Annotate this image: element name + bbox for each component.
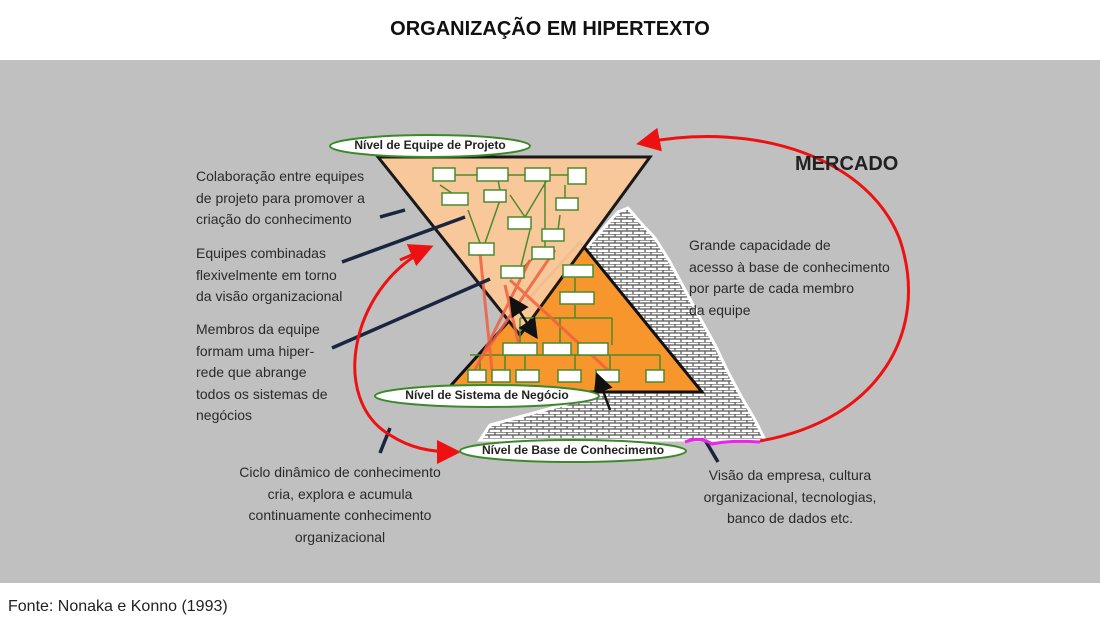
text-line: por parte de cada membro bbox=[689, 280, 854, 296]
annotation-access: Grande capacidade de acesso à base de co… bbox=[689, 235, 890, 321]
annotation-teams: Equipes combinadas flexivelmente em torn… bbox=[196, 243, 342, 308]
business-system-ellipse bbox=[374, 384, 600, 408]
market-label: MERCADO bbox=[795, 153, 899, 175]
access-arrow bbox=[593, 372, 613, 411]
level-business-system: Nível de Sistema de Negócio bbox=[405, 388, 569, 402]
text-line: flexivelmente em torno bbox=[196, 266, 337, 283]
org-links bbox=[439, 174, 661, 370]
text-line: Visão da empresa, cultura bbox=[708, 467, 872, 483]
knowledge-base-ellipse bbox=[459, 439, 687, 463]
text-line: Colaboração entre equipes bbox=[196, 168, 365, 184]
text-line: Membros da equipe bbox=[196, 321, 320, 337]
text-line: banco de dados etc. bbox=[726, 510, 854, 526]
text-line: criação do conhecimento bbox=[196, 211, 352, 227]
annotation-vision: Visão da empresa, cultura organizacional… bbox=[690, 465, 890, 530]
text-line: rede que abrange bbox=[196, 364, 307, 380]
level-project-team: Nível de Equipe de Projeto bbox=[354, 138, 506, 152]
double-arrow bbox=[509, 295, 538, 340]
text-line: Grande capacidade de bbox=[689, 237, 831, 253]
level-knowledge-base: Nível de Base de Conhecimento bbox=[481, 443, 665, 457]
magenta-line bbox=[684, 437, 761, 446]
source-caption: Fonte: Nonaka e Konno (1993) bbox=[8, 598, 228, 615]
text-line: organizacional bbox=[294, 528, 386, 545]
text-line: negócios bbox=[196, 407, 253, 423]
text-line: cria, explora e acumula bbox=[267, 485, 413, 502]
annotation-collaboration: Colaboração entre equipes de projeto par… bbox=[196, 166, 365, 231]
annotation-cycle: Ciclo dinâmico de conhecimento cria, exp… bbox=[220, 462, 460, 548]
market-cycle-arrow bbox=[636, 127, 910, 443]
text-line: da equipe bbox=[689, 301, 751, 318]
text-line: formam uma hiper- bbox=[196, 342, 315, 359]
knowledge-cycle-arrow bbox=[353, 248, 461, 464]
text-line: Ciclo dinâmico de conhecimento bbox=[239, 464, 441, 480]
project-team-ellipse bbox=[329, 134, 531, 158]
annotation-members: Membros da equipe formam uma hiper- rede… bbox=[196, 319, 328, 427]
text-line: todos os sistemas de bbox=[196, 385, 328, 402]
text-line: de projeto para promover a bbox=[196, 189, 365, 206]
text-line: organizacional, tecnologias, bbox=[703, 488, 877, 505]
text-line: Equipes combinadas bbox=[196, 245, 326, 261]
org-boxes bbox=[432, 167, 665, 383]
diagram-title: ORGANIZAÇÃO EM HIPERTEXTO bbox=[390, 18, 710, 40]
text-line: da visão organizacional bbox=[196, 288, 343, 304]
text-line: acesso à base de conhecimento bbox=[689, 258, 890, 275]
text-line: continuamente conhecimento bbox=[248, 507, 432, 523]
